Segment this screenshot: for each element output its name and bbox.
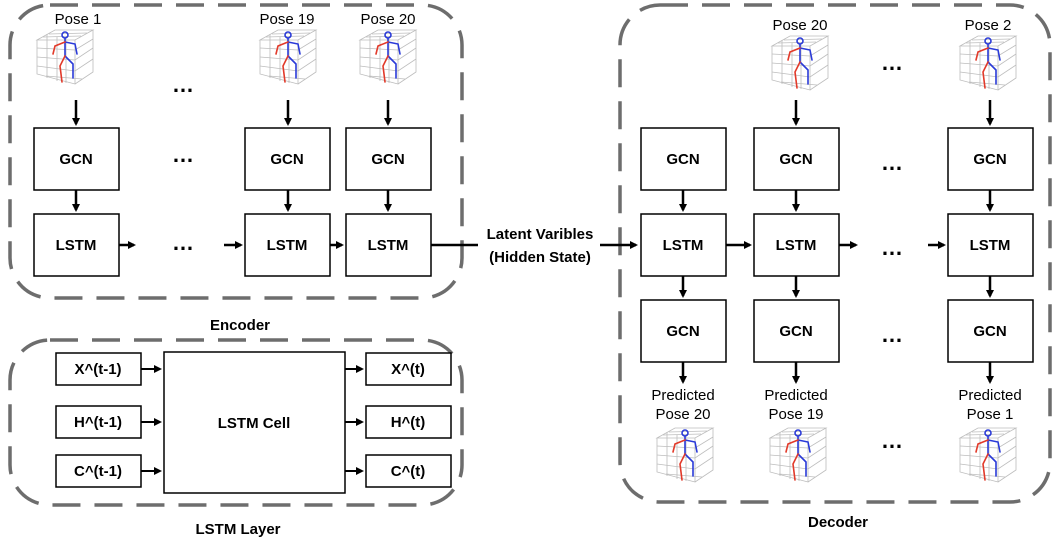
decoder-input-pose-label-20: Pose 20 — [772, 17, 827, 34]
decoder-title: Decoder — [808, 514, 868, 531]
predicted-pose-label-19: Pose 19 — [768, 406, 823, 423]
decoder-input-pose-image-20 — [771, 35, 829, 91]
encoder-gcn-19 — [244, 127, 331, 191]
encoder-pose-label-20: Pose 20 — [360, 11, 415, 28]
decoder-gcn-bottom-3 — [947, 299, 1034, 363]
decoder-gcn-bottom-ellipsis: … — [881, 322, 903, 347]
encoder-gcn-20 — [345, 127, 432, 191]
decoder-gcn-bottom-2-label: GCN — [779, 323, 812, 340]
predicted-pose-image-1 — [959, 427, 1017, 483]
lstm-input-h — [55, 405, 142, 439]
decoder-gcn-top-1-label: GCN — [666, 151, 699, 168]
predicted-label-3: Predicted — [958, 387, 1021, 404]
decoder-input-pose-image-2 — [959, 35, 1017, 91]
decoder-lstm-3 — [947, 213, 1034, 277]
decoder-lstm-1-label: LSTM — [663, 237, 704, 254]
decoder-lstm-2-label: LSTM — [776, 237, 817, 254]
lstm-input-h-label: H^(t-1) — [74, 414, 122, 431]
decoder-gcn-bottom-1-label: GCN — [666, 323, 699, 340]
lstm-output-x-label: X^(t) — [391, 361, 425, 378]
decoder-input-pose-label-2: Pose 2 — [965, 17, 1012, 34]
encoder-gcn-19-label: GCN — [270, 151, 303, 168]
lstm-input-c-label: C^(t-1) — [74, 463, 122, 480]
encoder-lstm-19 — [244, 213, 331, 277]
decoder-pose-ellipsis: … — [881, 50, 903, 75]
latent-label-line1: Latent Varibles — [487, 226, 594, 243]
encoder-lstm-1-label: LSTM — [56, 237, 97, 254]
lstm-cell — [163, 351, 346, 494]
decoder-lstm-3-label: LSTM — [970, 237, 1011, 254]
decoder-container — [618, 3, 1052, 504]
lstm-input-x — [55, 352, 142, 386]
lstm-cell-label: LSTM Cell — [218, 415, 291, 432]
encoder-pose-label-1: Pose 1 — [55, 11, 102, 28]
decoder-lstm-1 — [640, 213, 727, 277]
encoder-gcn-ellipsis: … — [172, 142, 194, 167]
predicted-pose-label-1: Pose 1 — [967, 406, 1014, 423]
encoder-gcn-20-label: GCN — [371, 151, 404, 168]
lstm-output-h — [365, 405, 452, 439]
predicted-pose-ellipsis: … — [881, 428, 903, 453]
decoder-gcn-bottom-3-label: GCN — [973, 323, 1006, 340]
encoder-gcn-1-label: GCN — [59, 151, 92, 168]
encoder-pose-label-19: Pose 19 — [259, 11, 314, 28]
lstm-output-h-label: H^(t) — [391, 414, 426, 431]
encoder-lstm-1 — [33, 213, 120, 277]
decoder-gcn-top-2 — [753, 127, 840, 191]
lstm-output-x — [365, 352, 452, 386]
predicted-pose-label-20: Pose 20 — [655, 406, 710, 423]
lstm-input-x-label: X^(t-1) — [74, 361, 121, 378]
decoder-gcn-top-3-label: GCN — [973, 151, 1006, 168]
latent-label-line2: (Hidden State) — [489, 249, 591, 266]
predicted-label-1: Predicted — [651, 387, 714, 404]
encoder-pose-image-1 — [36, 29, 94, 85]
predicted-pose-image-20 — [656, 427, 714, 483]
decoder-lstm-ellipsis: … — [881, 235, 903, 260]
encoder-container — [8, 3, 464, 300]
encoder-pose-ellipsis: … — [172, 72, 194, 97]
encoder-pose-image-20 — [359, 29, 417, 85]
encoder-pose-image-19 — [259, 29, 317, 85]
decoder-gcn-bottom-1 — [640, 299, 727, 363]
encoder-lstm-ellipsis: … — [172, 230, 194, 255]
decoder-gcn-top-3 — [947, 127, 1034, 191]
lstm-output-c — [365, 454, 452, 488]
lstm-layer-title: LSTM Layer — [195, 521, 280, 538]
encoder-lstm-20 — [345, 213, 432, 277]
lstm-output-c-label: C^(t) — [391, 463, 426, 480]
encoder-title: Encoder — [210, 317, 270, 334]
predicted-label-2: Predicted — [764, 387, 827, 404]
decoder-gcn-bottom-2 — [753, 299, 840, 363]
decoder-gcn-top-1 — [640, 127, 727, 191]
predicted-pose-image-19 — [769, 427, 827, 483]
encoder-lstm-20-label: LSTM — [368, 237, 409, 254]
decoder-gcn-top-2-label: GCN — [779, 151, 812, 168]
encoder-lstm-19-label: LSTM — [267, 237, 308, 254]
decoder-gcn-top-ellipsis: … — [881, 150, 903, 175]
lstm-layer-container — [8, 338, 464, 507]
